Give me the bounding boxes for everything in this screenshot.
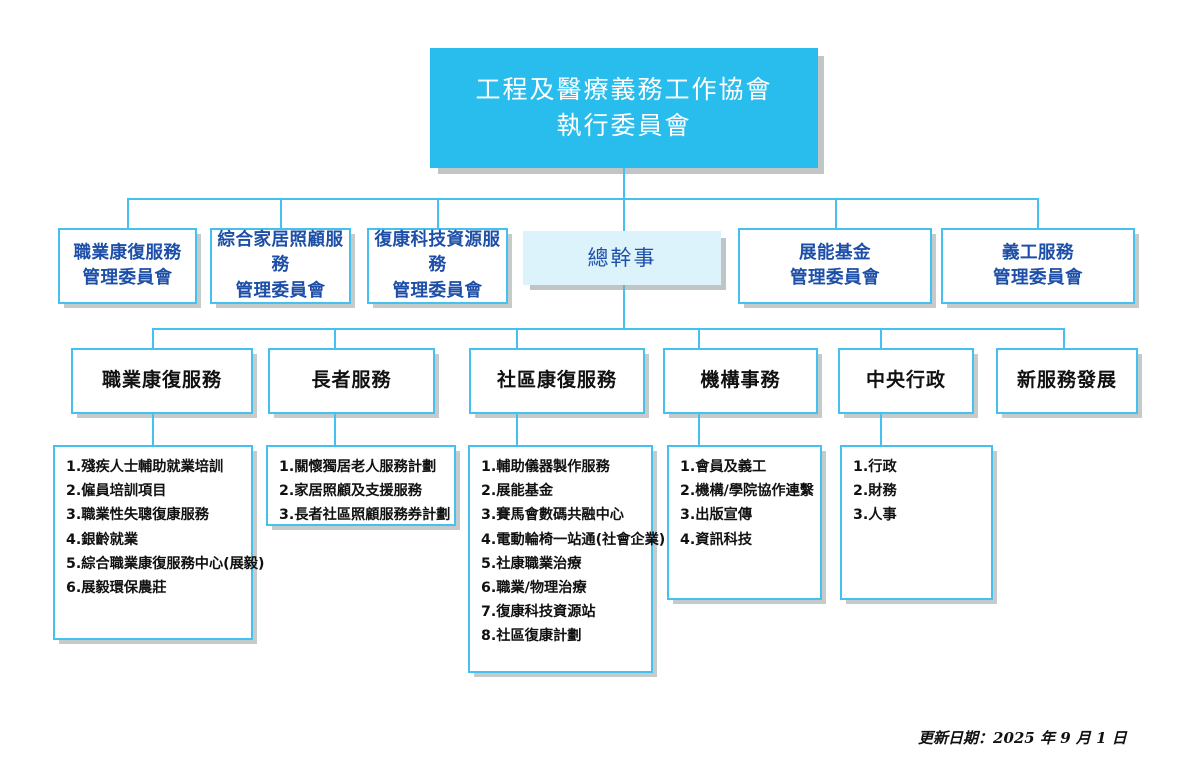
department-institutional-affairs: 機構事務 (663, 348, 818, 414)
list-item: 5.社康職業治療 (481, 555, 582, 572)
connector-drop-committee-3 (437, 198, 439, 228)
detail-list-institutional-affairs: 1.會員及義工 2.機構/學院協作連繫 3.出版宣傳 4.資訊科技 (667, 445, 822, 600)
list-item: 2.財務 (853, 483, 897, 500)
committee-volunteer-service: 義工服務 管理委員會 (941, 228, 1135, 304)
committee-label-line2: 管理委員會 (82, 268, 173, 288)
connector-dept-to-list-5 (880, 414, 882, 445)
committee-label-line2: 管理委員會 (235, 280, 326, 301)
committee-vocational-rehab: 職業康復服務 管理委員會 (58, 228, 197, 304)
list-item: 6.展毅環保農莊 (66, 580, 167, 597)
list-item: 1.殘疾人士輔助就業培訓 (66, 459, 224, 475)
connector-drop-committee-4 (835, 198, 837, 228)
connector-root-down (623, 168, 625, 198)
list-item: 3.賽馬會數碼共融中心 (481, 507, 624, 524)
list-item: 3.長者社區照顧服務券計劃 (279, 507, 451, 524)
connector-drop-dept-2 (334, 328, 336, 348)
committee-integrated-home-care: 綜合家居照顧服務 管理委員會 (210, 228, 351, 304)
department-label: 長者服務 (311, 369, 392, 392)
committee-label-line1: 展能基金 (799, 242, 871, 263)
director-node: 總幹事 (523, 231, 721, 285)
root-title-line2: 執行委員會 (556, 111, 692, 140)
detail-list-elderly-service: 1.關懷獨居老人服務計劃 2.家居照顧及支援服務 3.長者社區照顧服務券計劃 (266, 445, 456, 526)
list-item: 1.輔助儀器製作服務 (481, 459, 610, 475)
connector-drop-committee-2 (280, 198, 282, 228)
connector-dept-to-list-3 (516, 414, 518, 445)
committee-rehabaid-fund: 展能基金 管理委員會 (738, 228, 932, 304)
list-item: 7.復康科技資源站 (481, 604, 596, 621)
committee-label-line2: 管理委員會 (392, 280, 483, 301)
department-label: 社區康復服務 (496, 369, 617, 392)
list-item: 4.資訊科技 (680, 531, 753, 548)
connector-dept-to-list-2 (334, 414, 336, 445)
department-elderly-service: 長者服務 (268, 348, 435, 414)
department-central-administration: 中央行政 (838, 348, 974, 414)
list-item: 2.僱員培訓項目 (66, 483, 167, 500)
root-title-line1: 工程及醫療義務工作協會 (475, 74, 773, 104)
list-item: 5.綜合職業康復服務中心(展毅) (66, 555, 265, 572)
list-item: 1.關懷獨居老人服務計劃 (279, 459, 437, 475)
department-label: 新服務發展 (1016, 369, 1117, 392)
department-label: 機構事務 (700, 369, 781, 392)
list-item: 2.展能基金 (481, 483, 554, 500)
connector-bus-row2 (127, 198, 1038, 200)
department-label: 中央行政 (865, 369, 946, 392)
updated-date-label: 更新日期：2025 年 9 月 1 日 (918, 729, 1127, 747)
connector-dept-to-list-1 (152, 414, 154, 445)
list-item: 2.家居照顧及支援服務 (279, 483, 422, 500)
department-new-service-development: 新服務發展 (996, 348, 1138, 414)
list-item: 3.職業性失聰復康服務 (66, 507, 209, 524)
director-label: 總幹事 (587, 245, 657, 270)
connector-drop-dept-1 (152, 328, 154, 348)
department-community-rehab-service: 社區康復服務 (469, 348, 645, 414)
list-item: 4.銀齡就業 (66, 531, 139, 548)
connector-drop-dept-5 (880, 328, 882, 348)
detail-list-community-rehab: 1.輔助儀器製作服務 2.展能基金 3.賽馬會數碼共融中心 4.電動輪椅一站通(… (468, 445, 666, 673)
list-item: 4.電動輪椅一站通(社會企業) (481, 531, 666, 548)
connector-drop-dept-3 (516, 328, 518, 348)
detail-list-vocational-rehab: 1.殘疾人士輔助就業培訓 2.僱員培訓項目 3.職業性失聰復康服務 4.銀齡就業… (53, 445, 265, 640)
department-label: 職業康復服務 (101, 369, 222, 392)
committee-label-line1: 復康科技資源服務 (374, 229, 501, 276)
connector-drop-dept-6 (1063, 328, 1065, 348)
committee-rehab-tech-resource: 復康科技資源服務 管理委員會 (367, 228, 508, 304)
root-node-executive-committee: 工程及醫療義務工作協會 執行委員會 (430, 48, 818, 168)
connector-drop-dept-4 (698, 328, 700, 348)
committee-label-line1: 義工服務 (1002, 242, 1074, 263)
list-item: 2.機構/學院協作連繫 (680, 483, 814, 500)
detail-list-central-administration: 1.行政 2.財務 3.人事 (840, 445, 993, 600)
committee-label-line2: 管理委員會 (993, 268, 1083, 288)
list-item: 6.職業/物理治療 (481, 580, 587, 597)
connector-bus-row3 (152, 328, 1063, 330)
connector-dept-to-list-4 (698, 414, 700, 445)
list-item: 1.會員及義工 (680, 459, 767, 475)
list-item: 8.社區復康計劃 (481, 628, 582, 645)
committee-label-line1: 綜合家居照顧服務 (217, 229, 344, 276)
committee-label-line2: 管理委員會 (790, 268, 880, 288)
connector-drop-committee-1 (127, 198, 129, 228)
list-item: 3.人事 (853, 507, 897, 524)
list-item: 1.行政 (853, 459, 897, 475)
list-item: 3.出版宣傳 (680, 507, 753, 524)
committee-label-line1: 職業康復服務 (73, 242, 182, 263)
department-vocational-rehab-service: 職業康復服務 (71, 348, 253, 414)
connector-drop-committee-5 (1037, 198, 1039, 228)
